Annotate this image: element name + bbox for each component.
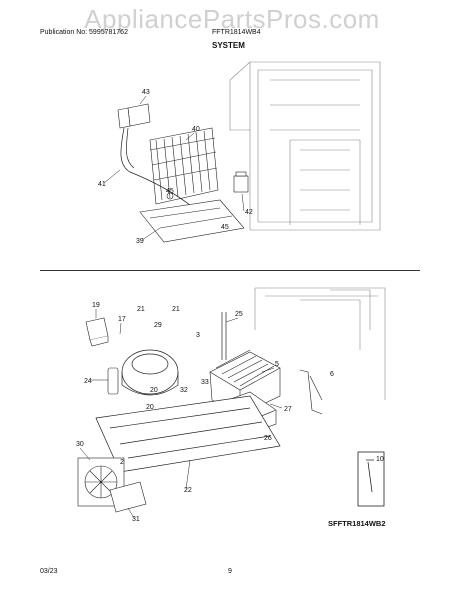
callout-20a: 20 — [150, 387, 158, 394]
inset-box — [357, 451, 385, 507]
callout-24: 24 — [84, 378, 92, 385]
callout-27: 27 — [284, 406, 292, 413]
compressor — [121, 349, 179, 396]
tube-part — [221, 312, 227, 360]
drain-pan — [139, 199, 245, 243]
callout-21a: 21 — [137, 306, 145, 313]
diagram-code: SFFTR1814WB2 — [328, 519, 386, 528]
condenser-coil — [149, 127, 219, 205]
callout-39: 39 — [136, 238, 144, 245]
callout-31: 31 — [132, 516, 140, 523]
filter-drier — [107, 367, 119, 395]
cap-part — [233, 171, 249, 193]
rail-part — [109, 481, 147, 513]
callout-3: 3 — [196, 332, 200, 339]
callout-20b: 20 — [146, 404, 154, 411]
base-plate — [95, 395, 281, 473]
leader-lines — [79, 95, 283, 519]
callout-26: 26 — [264, 435, 272, 442]
callout-2: 2 — [120, 459, 124, 466]
callout-32: 32 — [180, 387, 188, 394]
relay-part — [85, 317, 109, 347]
callout-41: 41 — [98, 181, 106, 188]
section-divider — [40, 270, 420, 271]
callout-5: 5 — [275, 361, 279, 368]
callout-42: 42 — [245, 209, 253, 216]
callout-6: 6 — [330, 371, 334, 378]
callout-10: 10 — [376, 456, 384, 463]
bracket-part — [299, 369, 323, 415]
callout-30: 30 — [76, 441, 84, 448]
overload-relay — [117, 103, 151, 129]
page-number: 9 — [228, 568, 232, 575]
model-number: FFTR1814WB4 — [212, 29, 261, 36]
callout-21b: 21 — [172, 306, 180, 313]
callout-33: 33 — [201, 379, 209, 386]
section-title: SYSTEM — [212, 41, 245, 50]
watermark: AppliancePartsPros.com — [84, 4, 380, 34]
cabinet-back-drawing — [229, 61, 381, 231]
publication-number: Publication No: 5995781762 — [40, 29, 128, 36]
callout-43: 43 — [142, 89, 150, 96]
callout-19: 19 — [92, 302, 100, 309]
callout-40: 40 — [192, 126, 200, 133]
callout-22: 22 — [184, 487, 192, 494]
callout-29: 29 — [154, 322, 162, 329]
callout-45b: 45 — [221, 224, 229, 231]
callout-25: 25 — [235, 311, 243, 318]
callout-17: 17 — [118, 316, 126, 323]
cabinet-lower-drawing — [254, 287, 386, 400]
tubing — [120, 127, 191, 206]
footer-date: 03/23 — [40, 568, 58, 575]
callout-45a: 45 — [166, 188, 174, 195]
